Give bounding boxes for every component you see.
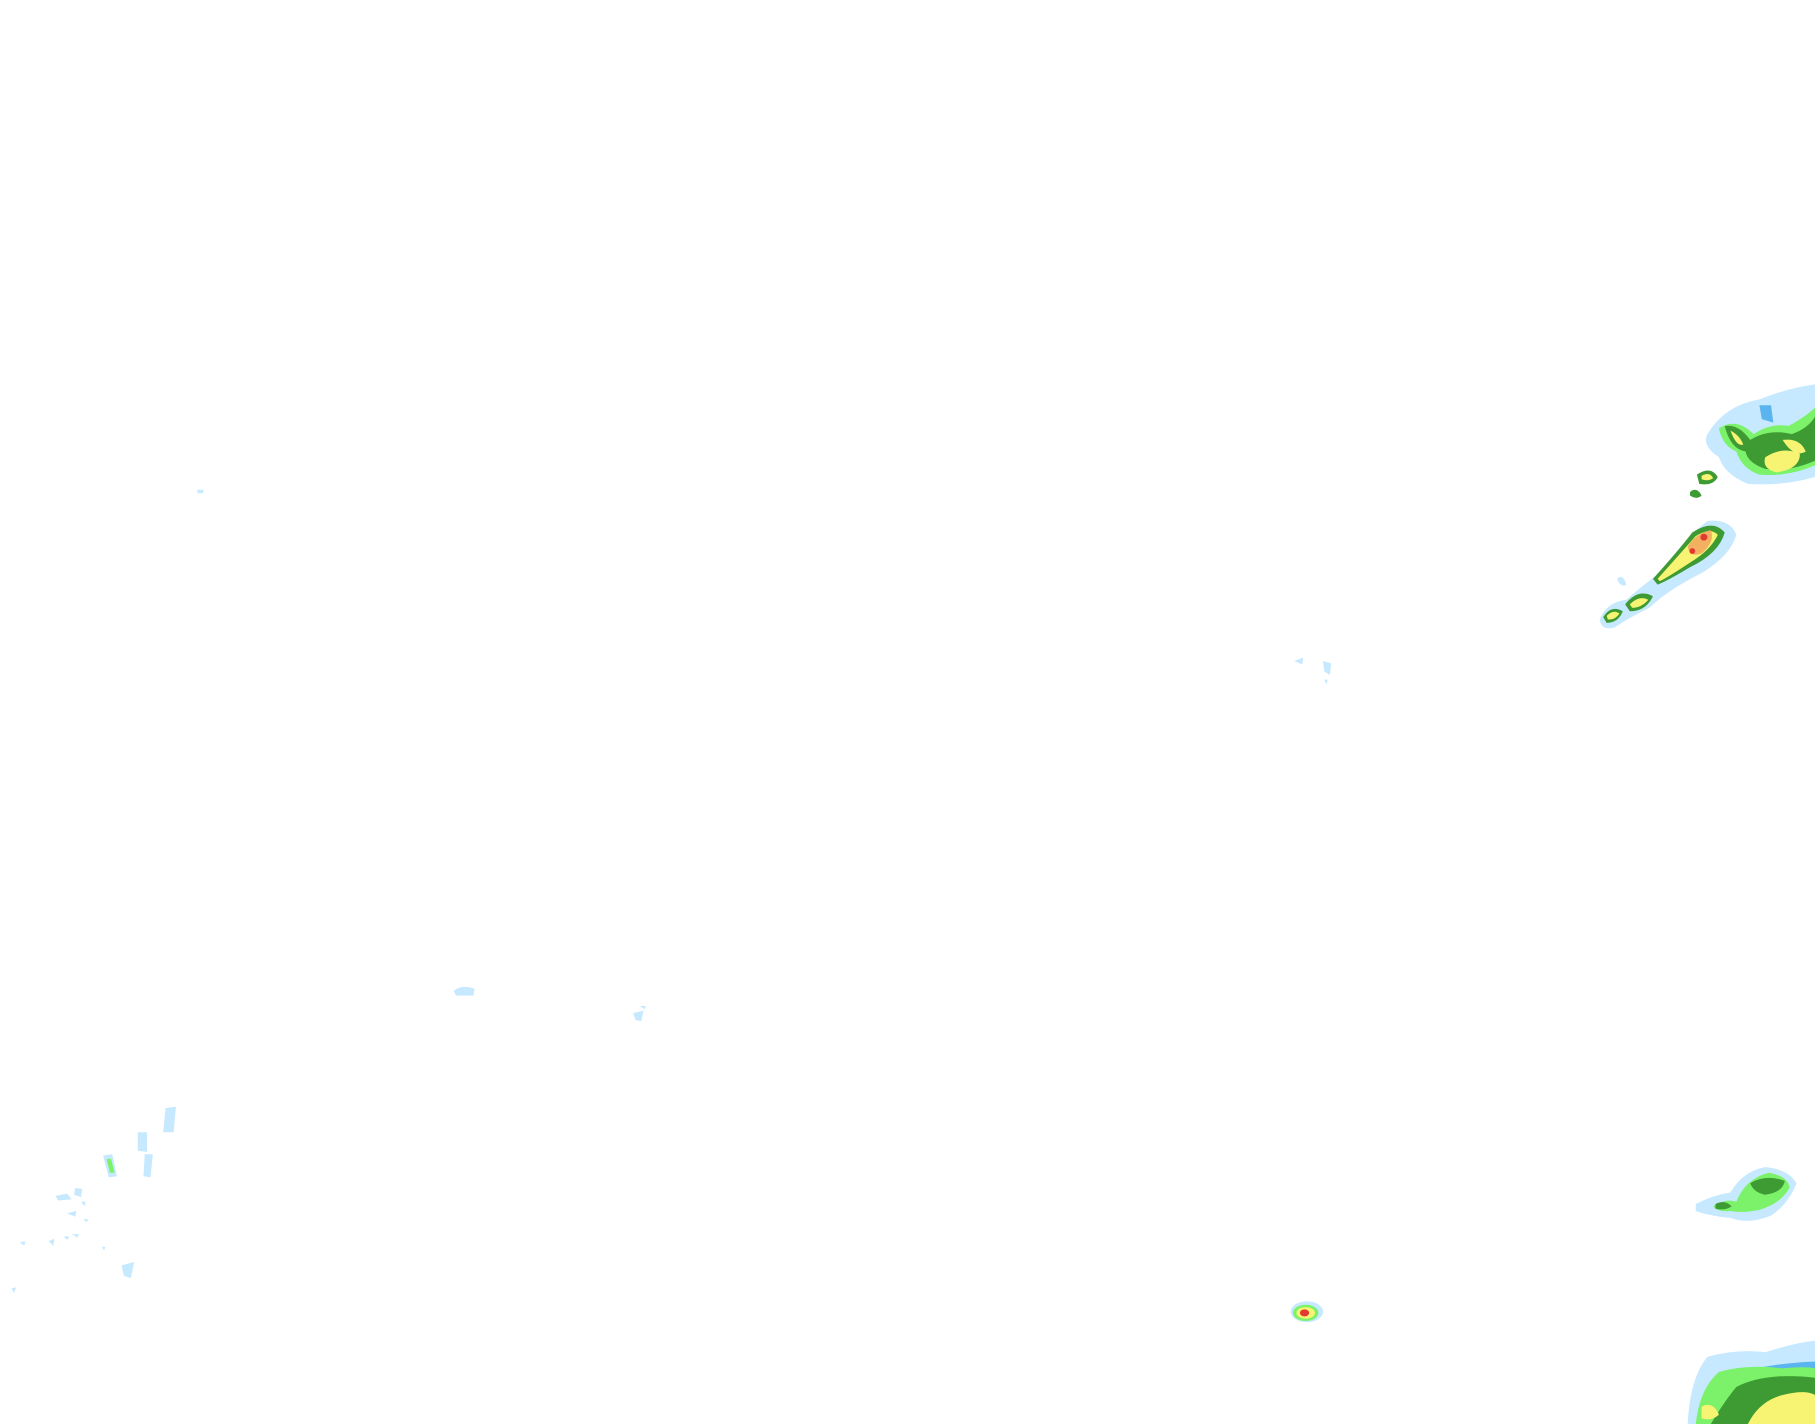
storm-line-east — [1599, 520, 1737, 629]
radar-echo-c0 — [1294, 657, 1332, 685]
storm-cell-southeast — [1695, 1166, 1797, 1221]
storm-area-southeast-edge — [1687, 1340, 1815, 1424]
radar-echo-c0 — [137, 1106, 176, 1178]
radar-echo-c3 — [1689, 489, 1702, 498]
light-echoes-center — [196, 489, 1332, 1022]
radar-echo-c0 — [196, 489, 646, 1022]
radar-echo-c6 — [1299, 1309, 1310, 1317]
radar-echo-c3 — [1715, 1177, 1785, 1210]
radar-echo-c6 — [1700, 533, 1708, 541]
radar-echo-c1 — [1759, 405, 1774, 423]
light-echoes-west — [11, 1106, 176, 1294]
radar-echo-c0 — [1617, 576, 1627, 586]
radar-echo-c6 — [1689, 548, 1696, 554]
radar-echo-c4 — [1730, 430, 1806, 473]
radar-echo-c4 — [1701, 1392, 1815, 1424]
radar-echo-c4 — [1606, 531, 1718, 620]
storm-cell-isolated — [1290, 1301, 1324, 1323]
radar-echo-c2 — [106, 1158, 115, 1173]
radar-echo-c0 — [11, 1187, 135, 1294]
radar-echo-c4 — [1701, 473, 1714, 481]
storm-cell-northeast — [1689, 384, 1815, 498]
